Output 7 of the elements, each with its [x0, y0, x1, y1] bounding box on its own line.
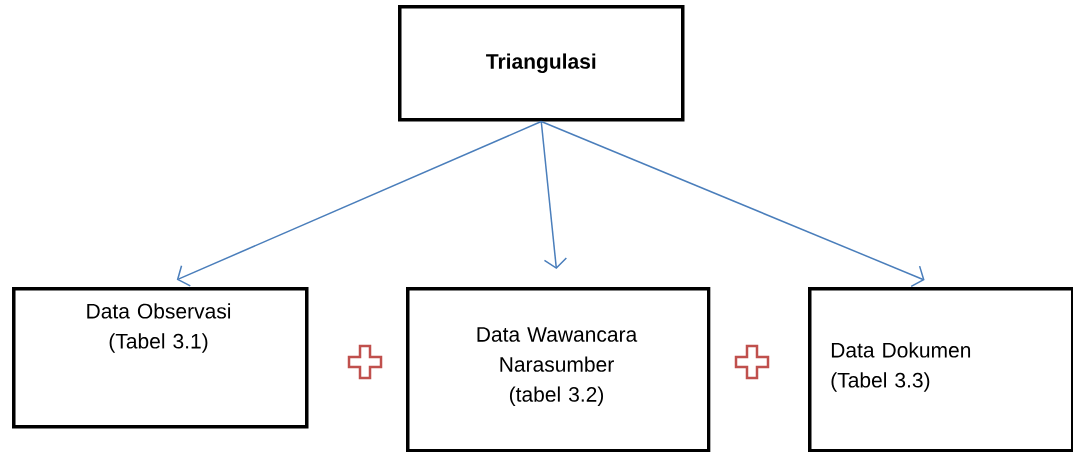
- arrow: [540, 120, 568, 270]
- process-box: Data Wawancara Narasumber (tabel 3.2): [406, 287, 711, 452]
- process-box: Triangulasi: [398, 5, 685, 122]
- process-box: Data Dokumen (Tabel 3.3): [808, 287, 1073, 452]
- process-box: Data Observasi (Tabel 3.1): [12, 287, 309, 429]
- arrow: [176, 120, 542, 287]
- arrow: [540, 120, 925, 288]
